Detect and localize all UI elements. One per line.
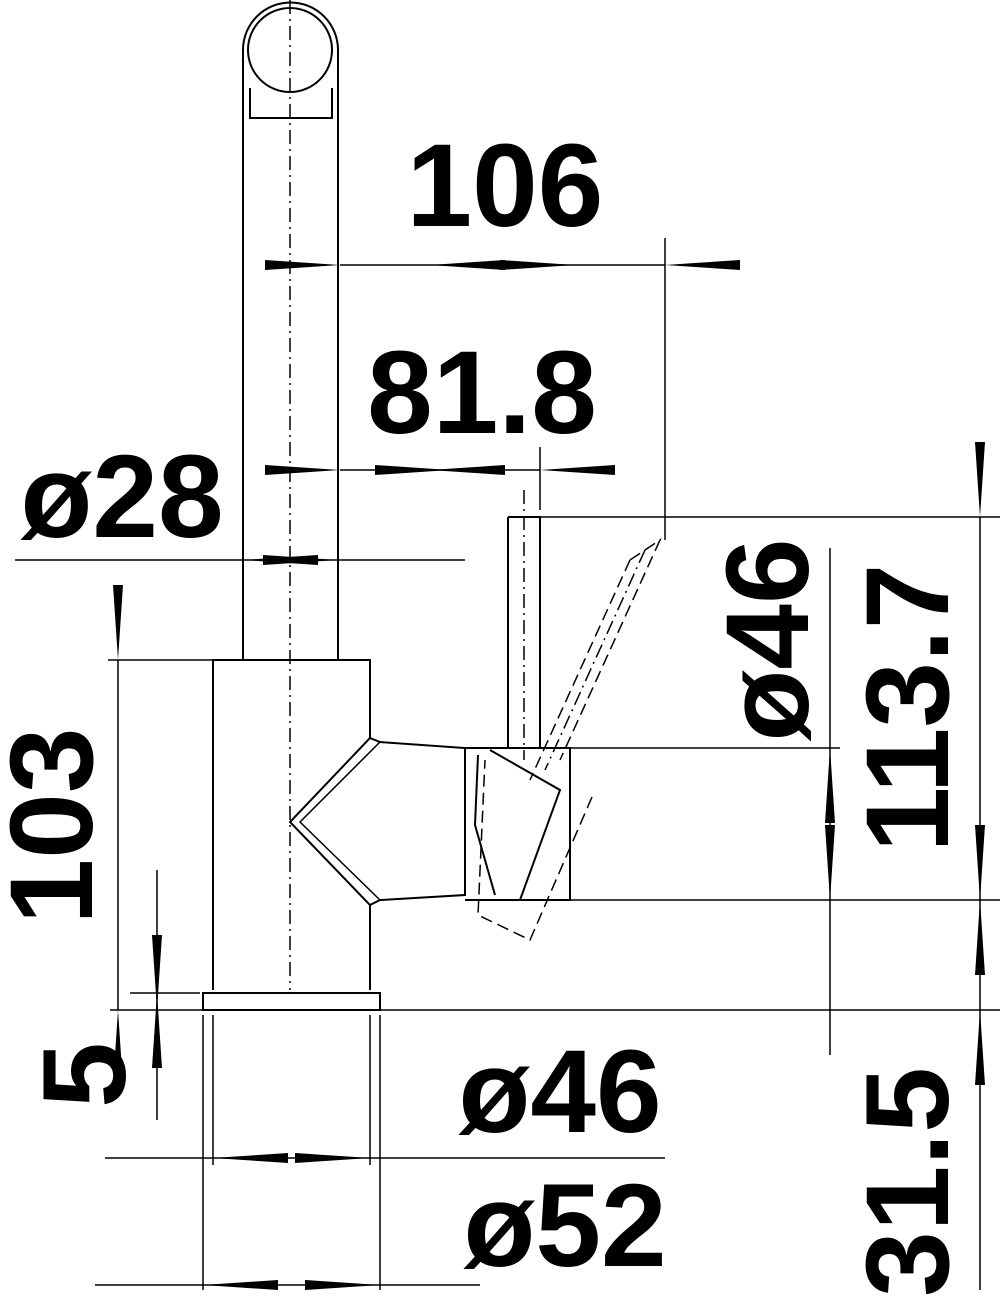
dim-ø52: ø52: [463, 1160, 666, 1292]
spout-end-circle: [247, 7, 333, 93]
dimension-arrow: [825, 748, 835, 823]
body: [212, 659, 371, 990]
dimension-arrow: [113, 585, 123, 660]
aerator: [249, 88, 333, 119]
dimension-arrow: [295, 1153, 370, 1163]
dim-106: 106: [407, 120, 604, 252]
dimension-arrow: [430, 260, 505, 270]
dim-ø28: ø28: [20, 431, 223, 563]
lever-alt-centerline: [544, 549, 646, 771]
dimension-arrow: [265, 260, 340, 270]
hub-edge: [298, 741, 381, 901]
dimension-arrow: [152, 935, 162, 1010]
dimension-arrow: [975, 442, 985, 517]
base-plate: [202, 992, 381, 1011]
spout-pipe: [242, 1, 339, 660]
dimension-arrow: [265, 465, 340, 475]
dimension-arrow: [500, 260, 575, 270]
dimension-arrow: [305, 1280, 380, 1290]
dim-ø46-handle: ø46: [702, 538, 834, 741]
dimension-arrow: [975, 825, 985, 900]
dimension-labels: 106 81.8 ø28 103 5 ø46 ø52 ø46 113.7 31.…: [0, 120, 974, 1297]
dimension-arrows: [113, 260, 985, 1290]
dimension-arrow: [375, 465, 450, 475]
dimension-arrow: [975, 900, 985, 975]
dimension-arrow: [203, 1280, 278, 1290]
dimension-arrow: [825, 825, 835, 900]
dim-5: 5: [19, 1042, 151, 1108]
dim-31-5: 31.5: [842, 1067, 974, 1297]
shank-lines: [202, 1015, 381, 1290]
dim-103: 103: [0, 728, 118, 925]
lever-alt-position: [477, 537, 662, 942]
dimension-arrow: [152, 993, 162, 1068]
dim-113-7: 113.7: [842, 564, 974, 853]
dimension-arrow: [540, 465, 615, 475]
dimension-arrow: [263, 555, 338, 565]
dimension-arrow: [213, 1153, 288, 1163]
dimension-arrow: [430, 465, 505, 475]
handle-body: [465, 747, 571, 901]
lever-base: [489, 749, 562, 901]
dimension-arrow: [975, 1010, 985, 1085]
dim-81-8: 81.8: [367, 327, 597, 459]
handle-hub: [369, 737, 466, 906]
dim-ø46-shank: ø46: [458, 1026, 661, 1158]
dimension-arrow: [665, 260, 740, 270]
dimension-arrow: [113, 1010, 123, 1085]
